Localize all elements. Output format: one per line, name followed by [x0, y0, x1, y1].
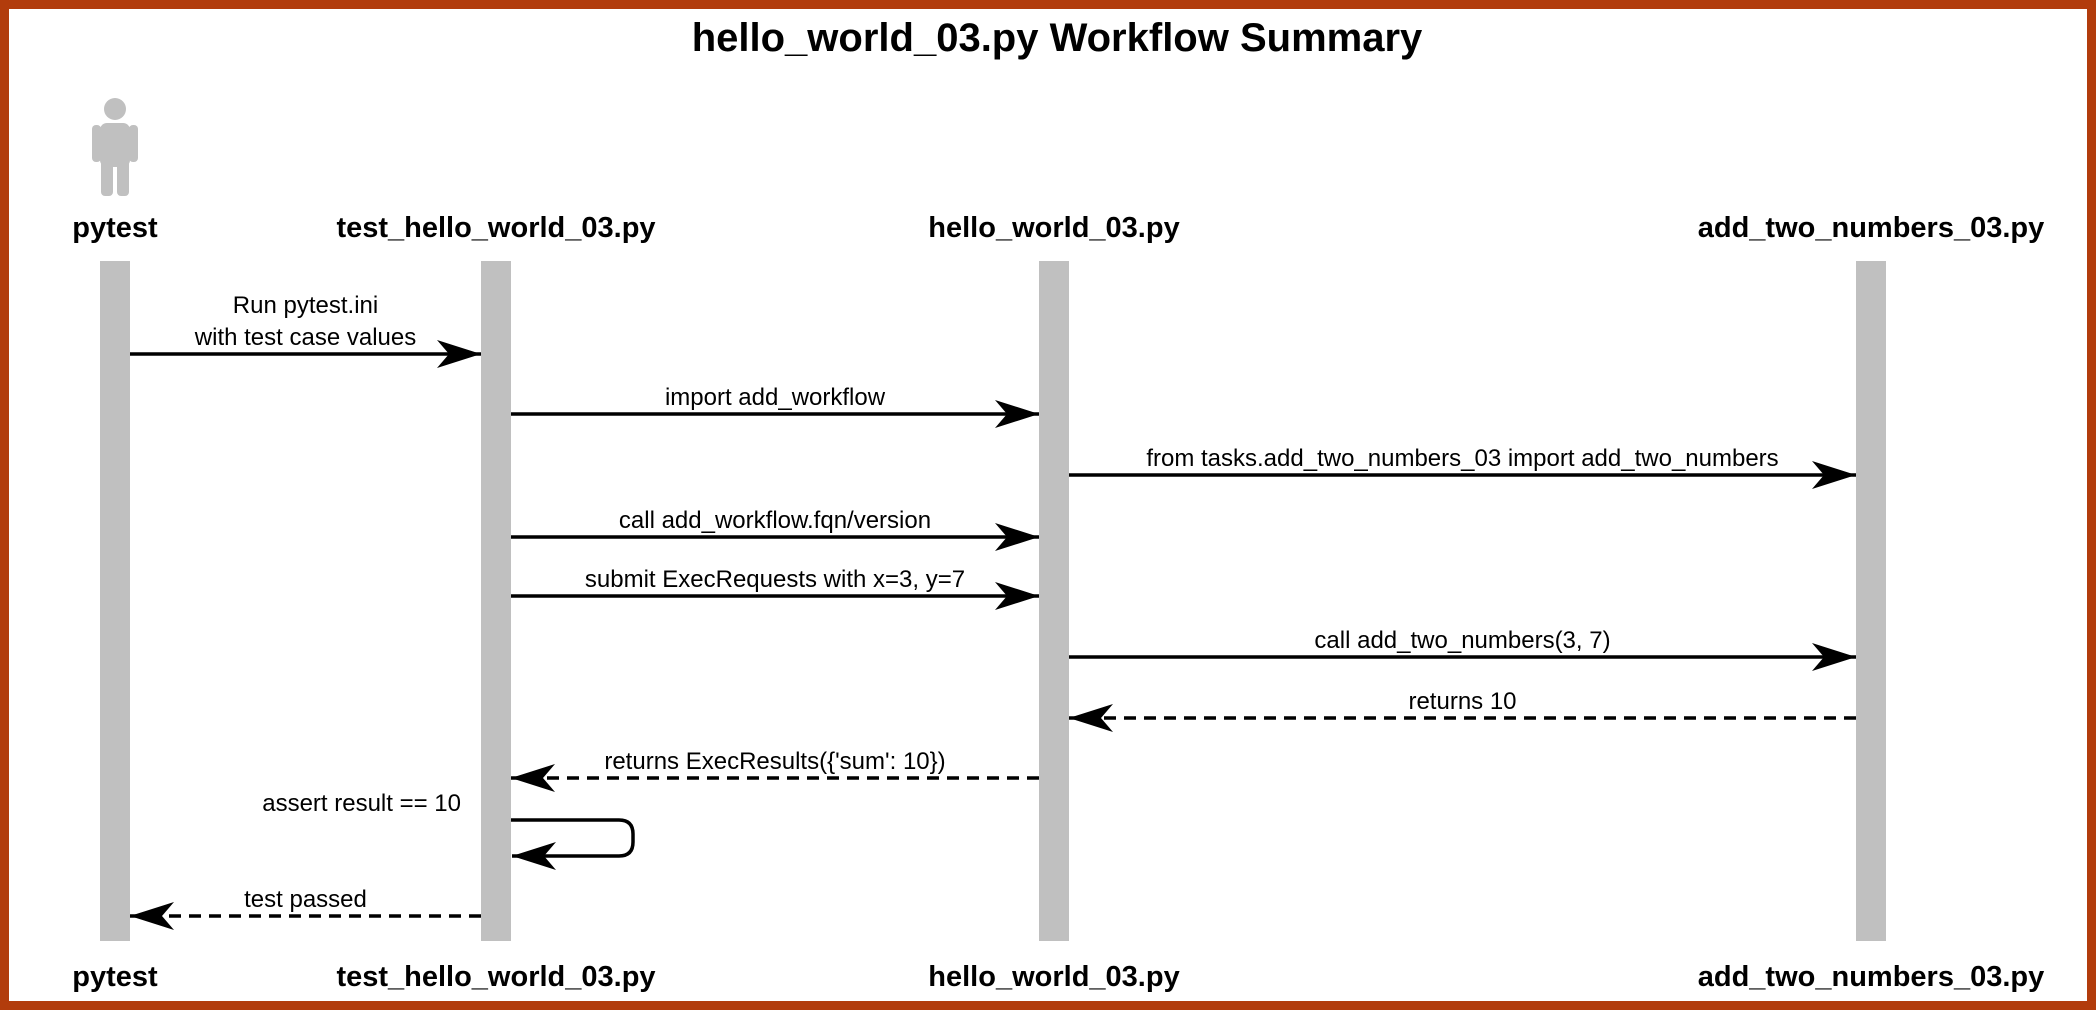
participant-label-add-top: add_two_numbers_03.py	[1698, 212, 2045, 244]
message-label: import add_workflow	[665, 384, 886, 411]
message-label: call add_two_numbers(3, 7)	[1314, 627, 1610, 654]
lifeline-add	[1856, 261, 1886, 941]
message: import add_workflow	[511, 384, 1039, 428]
message: call add_workflow.fqn/version	[511, 507, 1039, 551]
lifeline-hello	[1039, 261, 1069, 941]
participant-label-add-bottom: add_two_numbers_03.py	[1698, 961, 2045, 993]
participant-label-hello-top: hello_world_03.py	[928, 212, 1179, 244]
message-label: assert result == 10	[262, 790, 461, 817]
message: returns 10	[1069, 688, 1856, 732]
lifeline-pytest	[100, 261, 130, 941]
message-label: returns 10	[1408, 688, 1516, 715]
message: submit ExecRequests with x=3, y=7	[511, 566, 1039, 610]
lifeline-test	[481, 261, 511, 941]
lifelines	[100, 261, 1886, 941]
message-label: returns ExecResults({'sum': 10})	[604, 748, 945, 775]
participant-label-test-top: test_hello_world_03.py	[336, 212, 655, 244]
actor-icon	[92, 98, 138, 196]
message: returns ExecResults({'sum': 10})	[511, 748, 1039, 792]
message-label: with test case values	[194, 324, 416, 351]
message: call add_two_numbers(3, 7)	[1069, 627, 1856, 671]
messages: Run pytest.ini with test case values impor…	[130, 292, 1856, 930]
actors	[92, 98, 138, 196]
sequence-diagram: hello_world_03.py Workflow Summary pytes…	[72, 16, 2044, 993]
message-label: submit ExecRequests with x=3, y=7	[585, 566, 965, 593]
participant-labels: pytest pytest test_hello_world_03.py test_h…	[72, 212, 2044, 993]
message: Run pytest.ini with test case values	[130, 292, 481, 368]
message-arrow	[511, 818, 635, 870]
diagram-title: hello_world_03.py Workflow Summary	[692, 16, 1423, 60]
message: assert result == 10	[262, 790, 635, 870]
message-label: call add_workflow.fqn/version	[619, 507, 931, 534]
participant-label-pytest-bottom: pytest	[72, 961, 158, 993]
message-label: from tasks.add_two_numbers_03 import add…	[1146, 445, 1778, 472]
message: test passed	[130, 886, 481, 930]
participant-label-hello-bottom: hello_world_03.py	[928, 961, 1179, 993]
participant-label-test-bottom: test_hello_world_03.py	[336, 961, 655, 993]
message-label: test passed	[244, 886, 367, 913]
message-label: Run pytest.ini	[233, 292, 378, 319]
message: from tasks.add_two_numbers_03 import add…	[1069, 445, 1856, 489]
participant-label-pytest-top: pytest	[72, 212, 158, 244]
